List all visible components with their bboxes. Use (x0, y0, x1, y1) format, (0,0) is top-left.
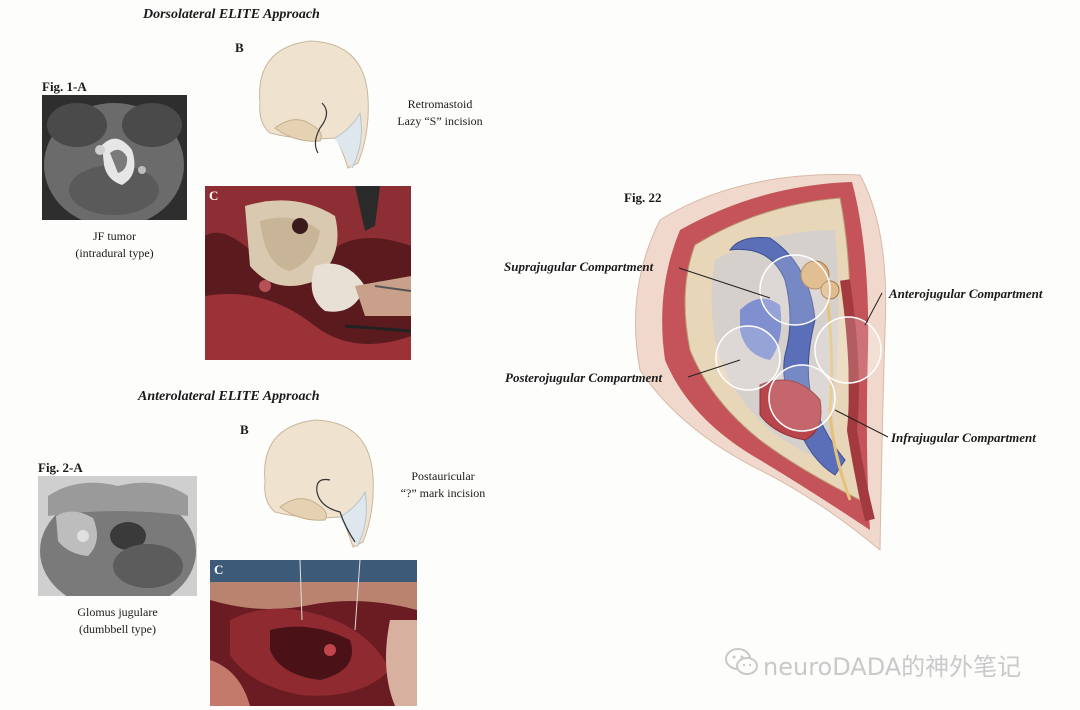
fig1-mri-image (42, 95, 187, 220)
fig1-incision-line1: Retromastoid (407, 97, 473, 111)
fig2-c-label: C (214, 562, 224, 577)
fig2-mri-caption-line1: Glomus jugulare (77, 605, 158, 619)
fig1-b-label: B (235, 40, 244, 55)
fig1-incision-line2: Lazy “S” incision (397, 114, 483, 128)
posterojugular-label: Posterojugular Compartment (505, 370, 663, 385)
fig22-label: Fig. 22 (624, 190, 662, 205)
watermark-text: neuroDADA的神外笔记 (763, 653, 1022, 681)
suprajugular-label: Suprajugular Compartment (504, 259, 654, 274)
fig1-surgical-photo: C (205, 186, 411, 360)
fig2-incision-caption: Postauricular “?” mark incision (393, 468, 493, 502)
fig1-mri-caption: JF tumor (intradural type) (42, 228, 187, 262)
fig1-mri-caption-line1: JF tumor (92, 229, 136, 243)
fig1-skull-illustration (240, 33, 380, 173)
fig2-mri-caption-line2: (dumbbell type) (79, 622, 156, 636)
wechat-icon (725, 647, 759, 677)
infrajugular-label: Infrajugular Compartment (891, 430, 1036, 445)
fig2-skull-illustration (245, 412, 385, 552)
fig1-section-title: Dorsolateral ELITE Approach (143, 7, 320, 22)
fig2-mri-caption: Glomus jugulare (dumbbell type) (38, 604, 197, 638)
fig1-incision-caption: Retromastoid Lazy “S” incision (390, 96, 490, 130)
fig2-incision-line2: “?” mark incision (400, 486, 486, 500)
fig1-c-label: C (209, 188, 219, 203)
fig1-a-label: Fig. 1-A (42, 79, 87, 94)
fig2-section-title: Anterolateral ELITE Approach (138, 389, 320, 404)
anterojugular-label: Anterojugular Compartment (889, 286, 1043, 301)
fig2-b-label: B (240, 422, 249, 437)
fig2-surgical-photo: C (210, 560, 417, 706)
fig22-anatomy-illustration (620, 170, 920, 555)
fig2-incision-line1: Postauricular (411, 469, 475, 483)
fig2-a-label: Fig. 2-A (38, 460, 83, 475)
fig2-mri-image (38, 476, 197, 596)
fig1-mri-caption-line2: (intradural type) (75, 246, 154, 260)
